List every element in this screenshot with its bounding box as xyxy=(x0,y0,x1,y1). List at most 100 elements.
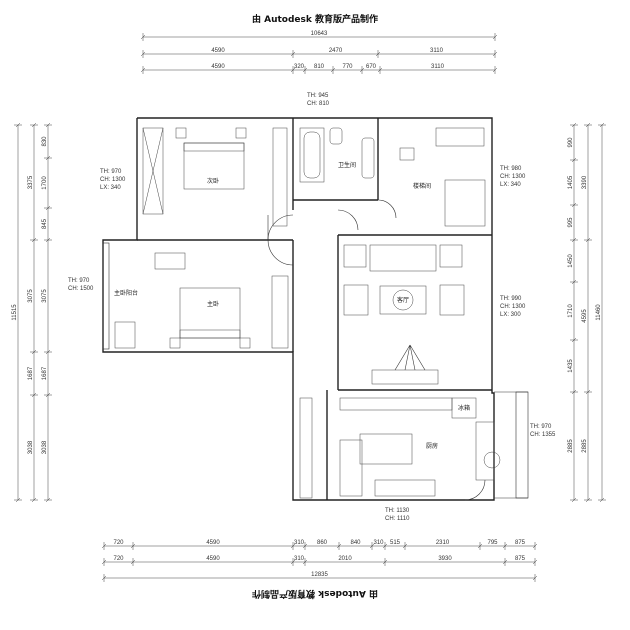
dimension-line xyxy=(532,575,538,581)
room-label-master-bedroom: 主卧 xyxy=(207,300,219,308)
dimension-label: 515 xyxy=(390,540,401,546)
dimension-label: 3390 xyxy=(582,175,588,189)
dimension-label: 3930 xyxy=(438,556,452,562)
dimension-label: 320 xyxy=(294,64,305,70)
dimension-line xyxy=(290,51,296,57)
dimension-label: 4590 xyxy=(206,556,220,562)
room-label-fridge: 冰箱 xyxy=(458,404,470,412)
annotation-liv-th: TH: 990 xyxy=(500,296,522,302)
dimension-label: 11515 xyxy=(12,304,18,321)
dimension-line xyxy=(532,559,538,565)
dimension-line xyxy=(585,237,591,243)
dimension-label: 3038 xyxy=(28,440,34,454)
dimension-line xyxy=(15,122,21,128)
dimension-line xyxy=(402,543,408,549)
room-label-stair-room: 楼梯间 xyxy=(413,182,431,190)
dimension-line xyxy=(130,559,136,565)
room-label-kitchen: 厨房 xyxy=(426,442,438,450)
dimension-label: 2470 xyxy=(329,48,343,54)
annotation-liv-ch: CH: 1300 xyxy=(500,304,526,310)
dimension-label: 1687 xyxy=(42,366,48,380)
dimension-line xyxy=(336,543,342,549)
watermark-top: 由 Autodesk 教育版产品制作 xyxy=(252,13,378,25)
dimension-line xyxy=(302,67,308,73)
dimension-line xyxy=(101,559,107,565)
master-bedroom-furniture xyxy=(114,252,289,349)
dimension-line xyxy=(571,337,577,343)
dimension-line xyxy=(330,67,336,73)
dimension-label: 4595 xyxy=(582,309,588,323)
annotation-bal-th: TH: 970 xyxy=(68,278,90,284)
dimension-line xyxy=(31,392,37,398)
second-bedroom-furniture xyxy=(142,127,288,227)
annotation-sec-lx: LX: 340 xyxy=(100,185,121,191)
dimension-line xyxy=(359,67,365,73)
room-label-living-room: 客厅 xyxy=(397,296,409,304)
dimension-label: 995 xyxy=(568,217,574,228)
dimension-label: 860 xyxy=(317,540,328,546)
dimension-label: 990 xyxy=(568,137,574,148)
dimension-line xyxy=(45,122,51,128)
dimension-label: 11460 xyxy=(596,304,602,321)
dimension-label: 720 xyxy=(113,556,124,562)
annotations: TH: 945 CH: 810 TH: 970 CH: 1300 LX: 340… xyxy=(68,93,556,522)
dimension-line xyxy=(382,543,388,549)
dimension-label: 10643 xyxy=(311,31,328,37)
dimension-line xyxy=(571,237,577,243)
dimension-line xyxy=(585,497,591,503)
dimension-line xyxy=(45,237,51,243)
dimension-label: 670 xyxy=(366,64,377,70)
dimension-line xyxy=(571,157,577,163)
dimension-label: 720 xyxy=(113,540,124,546)
annotation-stair-ch: CH: 1300 xyxy=(500,174,526,180)
dimension-label: 1435 xyxy=(568,359,574,373)
dimension-line xyxy=(571,497,577,503)
dimension-label: 3110 xyxy=(431,64,445,70)
annotation-liv-lx: LX: 300 xyxy=(500,312,521,318)
dimension-label: 2010 xyxy=(338,556,352,562)
dimension-line xyxy=(31,122,37,128)
dimension-line xyxy=(31,237,37,243)
dimension-line xyxy=(15,497,21,503)
exterior-walls xyxy=(102,117,529,501)
dimension-label: 770 xyxy=(342,64,353,70)
dimension-line xyxy=(369,543,375,549)
annotation-bath-ch: CH: 810 xyxy=(307,101,330,107)
stair-room-furniture xyxy=(399,127,486,227)
dimension-line xyxy=(599,497,605,503)
room-label-second-bedroom: 次卧 xyxy=(207,177,219,185)
dimension-line xyxy=(45,205,51,211)
dimension-label: 845 xyxy=(42,218,48,229)
dimension-label: 840 xyxy=(350,540,361,546)
dimension-line xyxy=(599,122,605,128)
annotation-sec-ch: CH: 1300 xyxy=(100,177,126,183)
dimension-label: 310 xyxy=(294,540,305,546)
dimension-line xyxy=(492,34,498,40)
doors xyxy=(267,199,486,501)
dimension-line xyxy=(45,155,51,161)
annotation-bath-th: TH: 945 xyxy=(307,93,329,99)
dimension-label: 1450 xyxy=(568,254,574,268)
dimension-label: 795 xyxy=(487,540,498,546)
annotation-bot-th: TH: 1130 xyxy=(385,508,410,514)
bathroom-fixtures xyxy=(299,127,375,183)
dimension-label: 12835 xyxy=(311,572,328,578)
annotation-kit-th: TH: 970 xyxy=(530,424,552,430)
dimension-line xyxy=(31,349,37,355)
dimension-label: 875 xyxy=(515,540,526,546)
dimension-label: 1687 xyxy=(28,366,34,380)
room-label-bathroom: 卫生间 xyxy=(338,161,356,169)
kitchen-furniture xyxy=(299,397,501,499)
room-label-master-balcony: 主卧阳台 xyxy=(114,289,138,297)
interior-walls xyxy=(137,118,492,500)
dimension-label: 830 xyxy=(42,136,48,147)
dimension-line xyxy=(290,67,296,73)
dimension-label: 4590 xyxy=(206,540,220,546)
dimension-line xyxy=(382,559,388,565)
dimension-line xyxy=(101,575,107,581)
dimension-label: 4590 xyxy=(211,48,225,54)
dimension-line xyxy=(585,122,591,128)
dimension-line xyxy=(290,543,296,549)
